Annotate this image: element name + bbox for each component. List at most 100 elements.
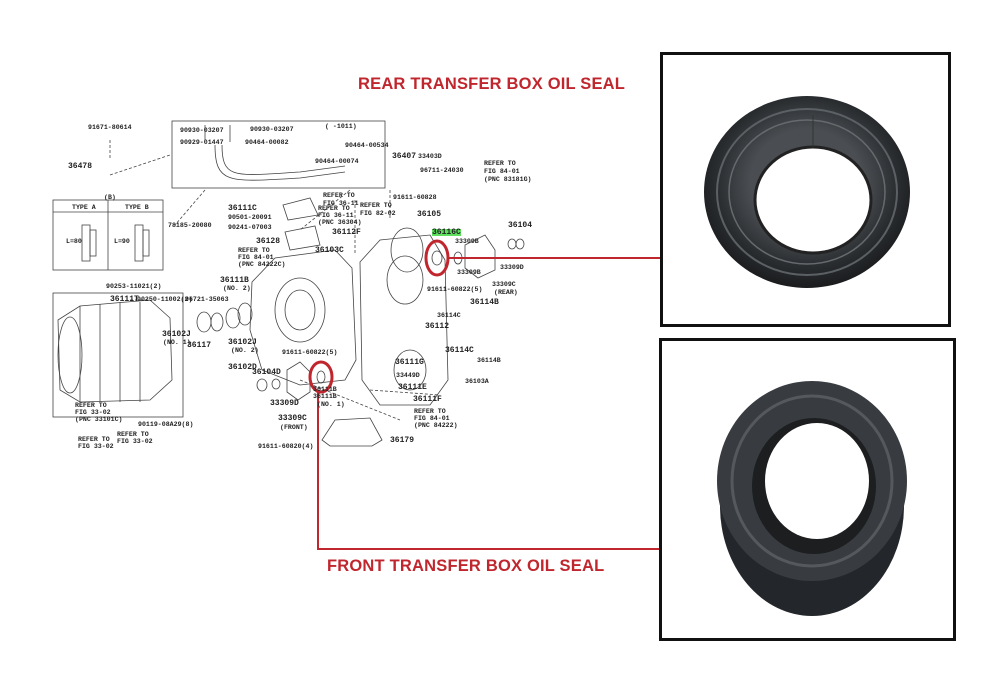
part-number-label: FIG 84-01 [238, 254, 274, 261]
part-number-label: (PNC 84222C) [238, 261, 286, 268]
part-number-label: FIG 82-02 [360, 210, 396, 217]
part-number-label: (NO. 1) [317, 401, 345, 408]
part-number-label: 36111B [313, 386, 337, 393]
part-number-label: FIG 33-02 [78, 443, 114, 450]
part-number-label: (B) [104, 194, 116, 201]
part-number-label: 33449D [396, 372, 420, 379]
part-number-label: 90464-00074 [315, 158, 359, 165]
part-number-label: TYPE A [72, 204, 96, 211]
part-number-label: REFER TO [323, 192, 355, 199]
part-number-label: FIG 33-02 [75, 409, 111, 416]
part-number-label: 36103C [315, 246, 344, 255]
part-number-label: 96711-24030 [420, 167, 464, 174]
part-number-label: FIG 84-01 [414, 415, 450, 422]
part-number-label: 90930-03207 [250, 126, 294, 133]
part-number-label: 33309C [492, 281, 516, 288]
part-number-label: (PNC 36304) [318, 219, 362, 226]
part-number-label: REFER TO [75, 402, 107, 409]
part-number-label: (PNC 83181G) [484, 176, 532, 183]
part-number-label: 36116C [432, 228, 461, 237]
part-number-label: ( -1011) [325, 123, 357, 130]
part-number-label: (REAR) [494, 289, 518, 296]
rear-transfer-case-housing [359, 234, 449, 406]
part-number-label: 36111E [398, 383, 427, 392]
front-seal-title: FRONT TRANSFER BOX OIL SEAL [327, 557, 605, 575]
part-number-label: 91611-60828 [393, 194, 437, 201]
part-number-label: 90253-11021(2) [106, 283, 162, 290]
part-number-label: 96721-35063 [185, 296, 229, 303]
part-number-label: 36111B [313, 393, 337, 400]
part-number-label: 90464-00534 [345, 142, 389, 149]
part-number-label: 36105 [417, 210, 442, 219]
oil-seal-photo-icon [704, 96, 910, 288]
part-number-label: L=90 [114, 238, 130, 245]
part-number-label: 33309C [278, 414, 307, 423]
part-number-label: 36104 [508, 221, 533, 230]
part-number-label: 33403D [418, 153, 442, 160]
part-number-label: 90250-11002(2) [137, 296, 193, 303]
part-number-label: 90929-01447 [180, 139, 224, 146]
part-number-label: 90501-20091 [228, 214, 272, 221]
front-seal-photo-frame [659, 338, 956, 641]
part-number-label: 36112 [425, 322, 450, 331]
part-number-label: 36114B [477, 357, 501, 364]
part-number-label: REFER TO [360, 202, 392, 209]
part-number-label: 91671-80614 [88, 124, 132, 131]
rear-seal-title: REAR TRANSFER BOX OIL SEAL [358, 75, 626, 93]
part-number-label: 36102D [228, 363, 257, 372]
bracket-36179 [321, 417, 383, 447]
part-number-label: 36111T [110, 295, 139, 304]
part-number-label: 36128 [256, 237, 281, 246]
part-number-label: 36407 [392, 152, 417, 161]
part-number-label: 90464-00082 [245, 139, 289, 146]
part-number-label: FIG 36-11 [323, 200, 359, 207]
oil-seal-photo-icon [717, 381, 907, 616]
part-number-label: (NO. 1) [163, 339, 191, 346]
front-transfer-case-housing [249, 249, 357, 386]
front-seal-callout-circle [308, 360, 334, 394]
part-number-label: 36112F [332, 228, 361, 237]
transmission-frame [52, 292, 184, 418]
part-number-label: 91611-60820(4) [258, 443, 314, 450]
part-number-label: 90241-07003 [228, 224, 272, 231]
part-number-label: (FRONT) [280, 424, 308, 431]
rear-seal-photo-frame [660, 52, 951, 327]
part-number-label: 36104D [252, 368, 281, 377]
part-number-label: 36111F [413, 395, 442, 404]
part-number-label: 78185-20080 [168, 222, 212, 229]
part-number-label: 33309B [457, 269, 481, 276]
part-number-label: 36179 [390, 436, 415, 445]
hose-assembly-frame [171, 120, 386, 189]
part-number-label: 36103A [465, 378, 489, 385]
part-number-label: FIG 84-01 [484, 168, 520, 175]
part-number-label: (NO. 2) [231, 347, 259, 354]
part-number-label: 33309D [500, 264, 524, 271]
part-number-label: 91611-60822(5) [282, 349, 338, 356]
part-number-label: TYPE B [125, 204, 149, 211]
part-number-label: 33309D [270, 399, 299, 408]
part-number-label: L=80 [66, 238, 82, 245]
part-number-label: 90930-03207 [180, 127, 224, 134]
part-number-label: 36111G [395, 358, 424, 367]
part-number-label: REFER TO [414, 408, 446, 415]
part-number-label: 36111C [228, 204, 257, 213]
part-number-label: REFER TO [484, 160, 516, 167]
part-number-label: REFER TO [78, 436, 110, 443]
part-number-label: 36111B [220, 276, 249, 285]
part-number-label: (PNC 84222) [414, 422, 458, 429]
part-number-label: 36102J [162, 330, 191, 339]
part-number-label: FIG 33-02 [117, 438, 153, 445]
part-number-label: (PNC 33101C) [75, 416, 123, 423]
part-number-label: REFER TO [117, 431, 149, 438]
front-seal-leader-line [317, 392, 660, 550]
part-number-label: 33309B [455, 238, 479, 245]
part-number-label: (NO. 2) [223, 285, 251, 292]
part-number-label: 36114C [445, 346, 474, 355]
part-number-label: 36117 [187, 341, 212, 350]
part-number-label: 36478 [68, 162, 93, 171]
part-number-label: 91611-60822(5) [427, 286, 483, 293]
part-number-label: REFER TO [318, 205, 350, 212]
seal-callouts [308, 239, 661, 550]
